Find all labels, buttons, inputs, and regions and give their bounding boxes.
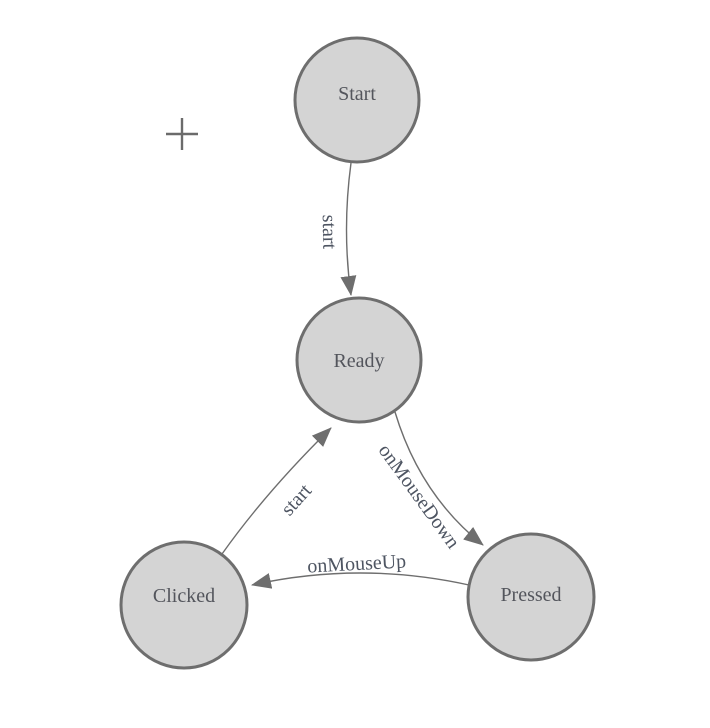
node-circle[interactable] xyxy=(466,532,596,662)
edge-line[interactable] xyxy=(340,162,357,296)
edge-line[interactable] xyxy=(221,427,332,555)
edge-label-onmousedown: onMouseDown xyxy=(374,440,464,553)
node-label-start: Start xyxy=(338,83,376,105)
node-circle[interactable] xyxy=(295,296,423,424)
state-node-start[interactable]: Start xyxy=(293,36,421,164)
state-node-ready[interactable]: Ready xyxy=(295,296,423,424)
state-node-pressed[interactable]: Pressed xyxy=(466,532,596,662)
edge-label-start: start xyxy=(318,214,341,249)
node-label-clicked: Clicked xyxy=(153,585,215,607)
edge-line[interactable] xyxy=(251,572,470,589)
node-label-pressed: Pressed xyxy=(500,584,561,606)
transition-edge-clicked-to-ready[interactable]: start xyxy=(221,427,332,555)
node-circle[interactable] xyxy=(293,36,421,164)
edge-label-onmouseup: onMouseUp xyxy=(307,550,407,577)
edge-line[interactable] xyxy=(394,411,484,546)
transition-edge-start-to-ready[interactable]: start xyxy=(318,162,357,296)
node-circle[interactable] xyxy=(119,540,249,670)
node-label-ready: Ready xyxy=(333,350,384,372)
crosshair-cursor-icon xyxy=(166,118,198,150)
state-node-clicked[interactable]: Clicked xyxy=(119,540,249,670)
transition-edge-pressed-to-clicked[interactable]: onMouseUp xyxy=(251,550,470,589)
transition-edge-ready-to-pressed[interactable]: onMouseDown xyxy=(374,411,484,553)
edge-label-start-2: start xyxy=(277,480,317,521)
